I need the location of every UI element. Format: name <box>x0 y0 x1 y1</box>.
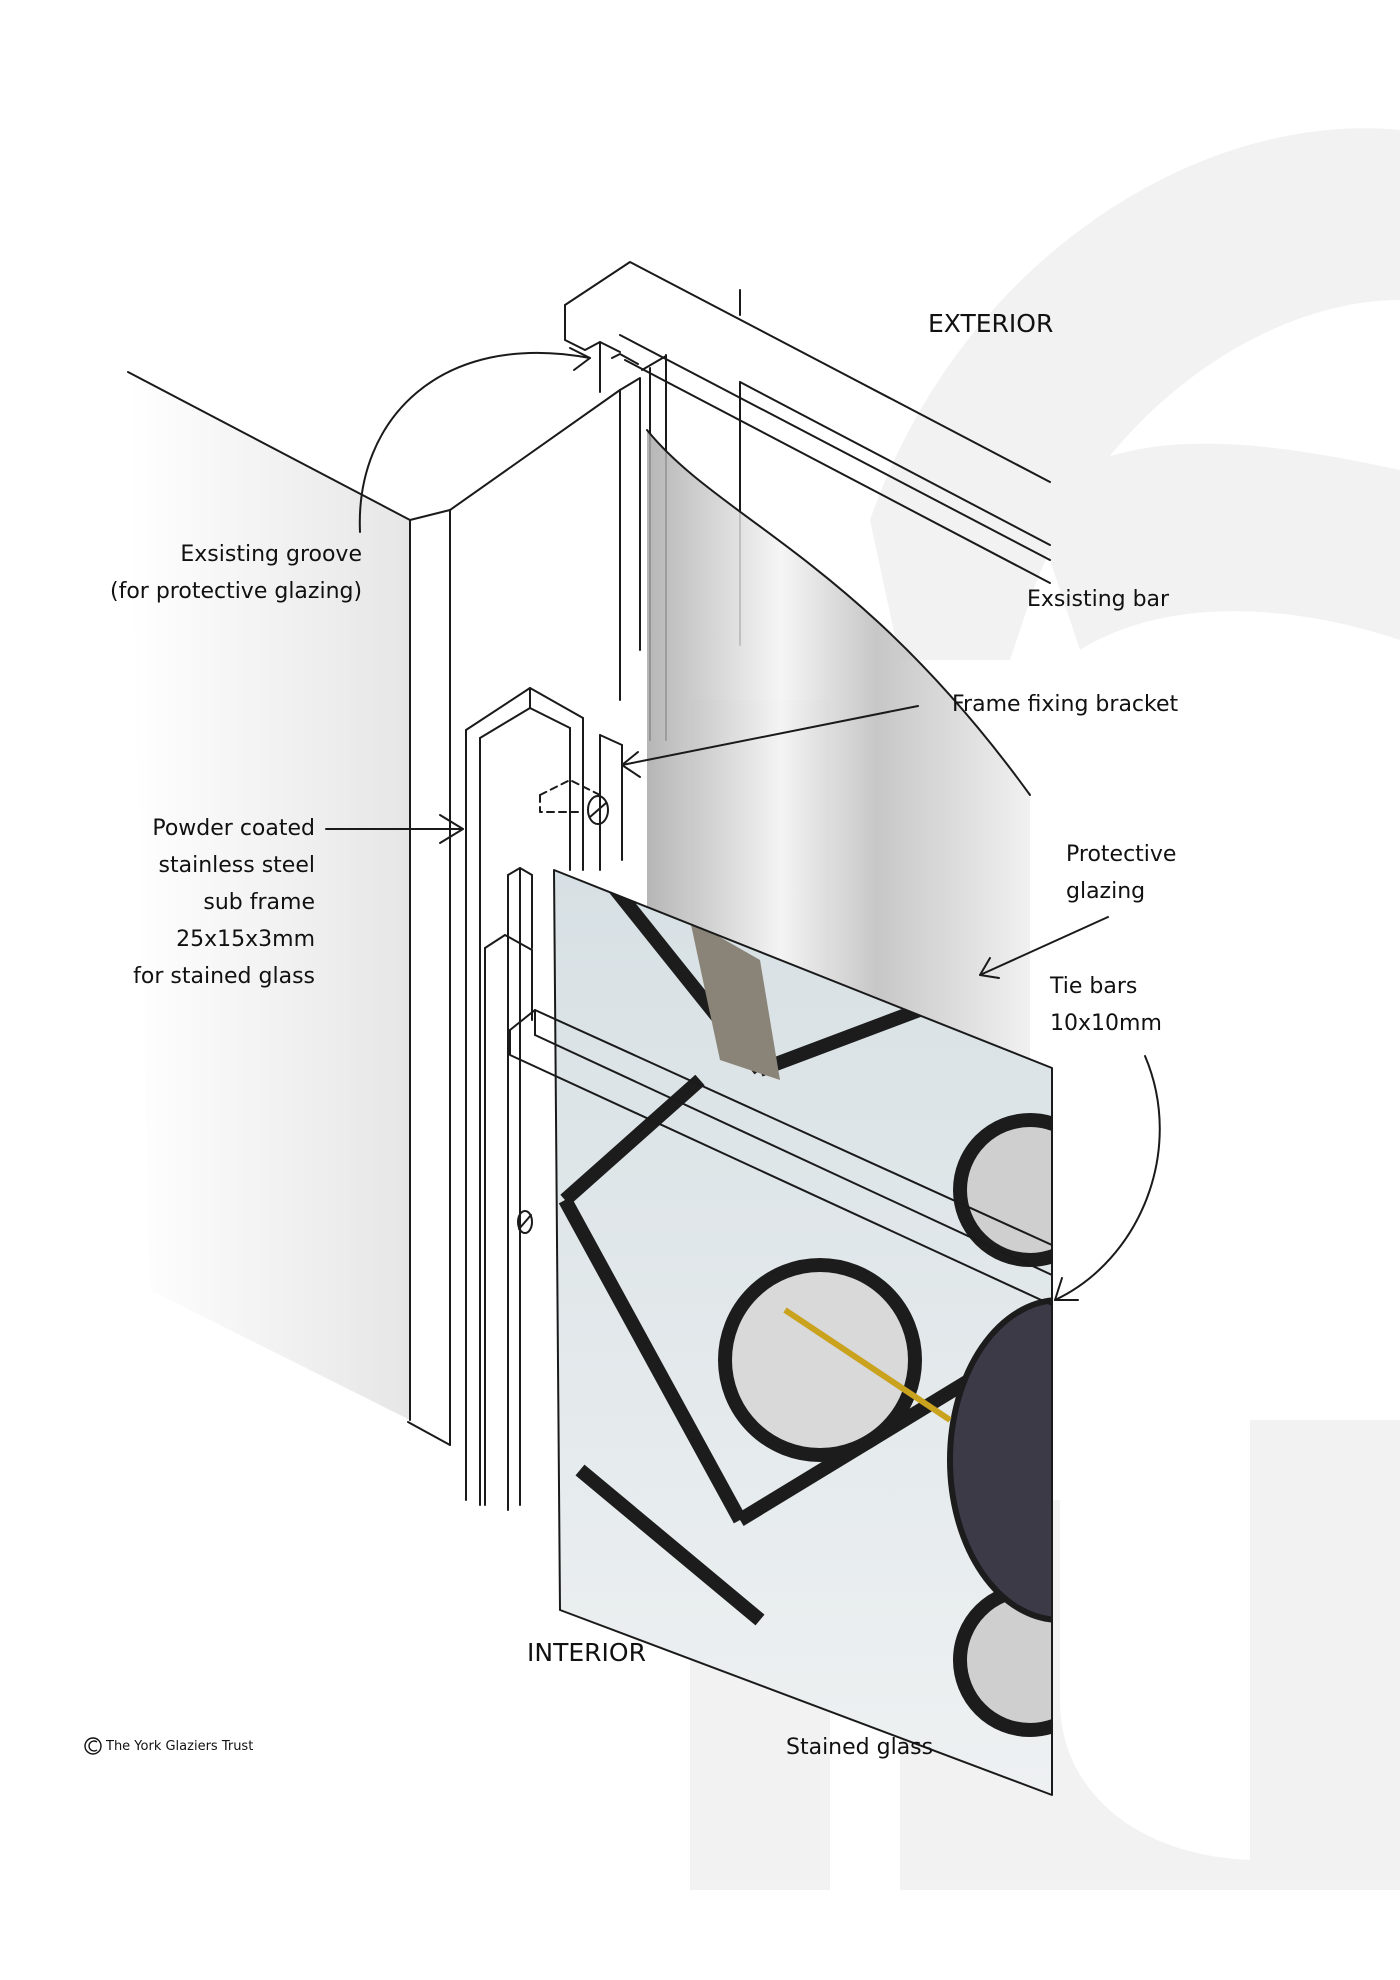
tie-bar <box>509 1009 1053 1306</box>
frame-fixing-bracket <box>539 734 623 871</box>
tie-bars-label: Tie bars 10x10mm <box>1050 974 1162 1036</box>
protective-glazing <box>646 429 1031 1095</box>
stone-reveal <box>619 377 641 701</box>
wall <box>127 371 621 1446</box>
sub-frame-label: Powder coated stainless steel sub frame … <box>133 816 315 989</box>
copyright-icon <box>84 1737 102 1755</box>
frame-fixing-bracket-label: Frame fixing bracket <box>952 692 1179 717</box>
protective-glazing-label: Protective glazing <box>1066 842 1177 904</box>
existing-bar-label: Exsisting bar <box>1027 587 1170 612</box>
leader-lines <box>325 347 1161 1301</box>
copyright-text: The York Glaziers Trust <box>106 1739 254 1754</box>
stained-glass-label: Stained glass <box>786 1735 934 1760</box>
sub-frame <box>465 687 584 1511</box>
exterior-label: EXTERIOR <box>928 309 1054 338</box>
existing-groove-label: Exsisting groove (for protective glazing… <box>110 542 363 604</box>
interior-label: INTERIOR <box>527 1638 646 1667</box>
